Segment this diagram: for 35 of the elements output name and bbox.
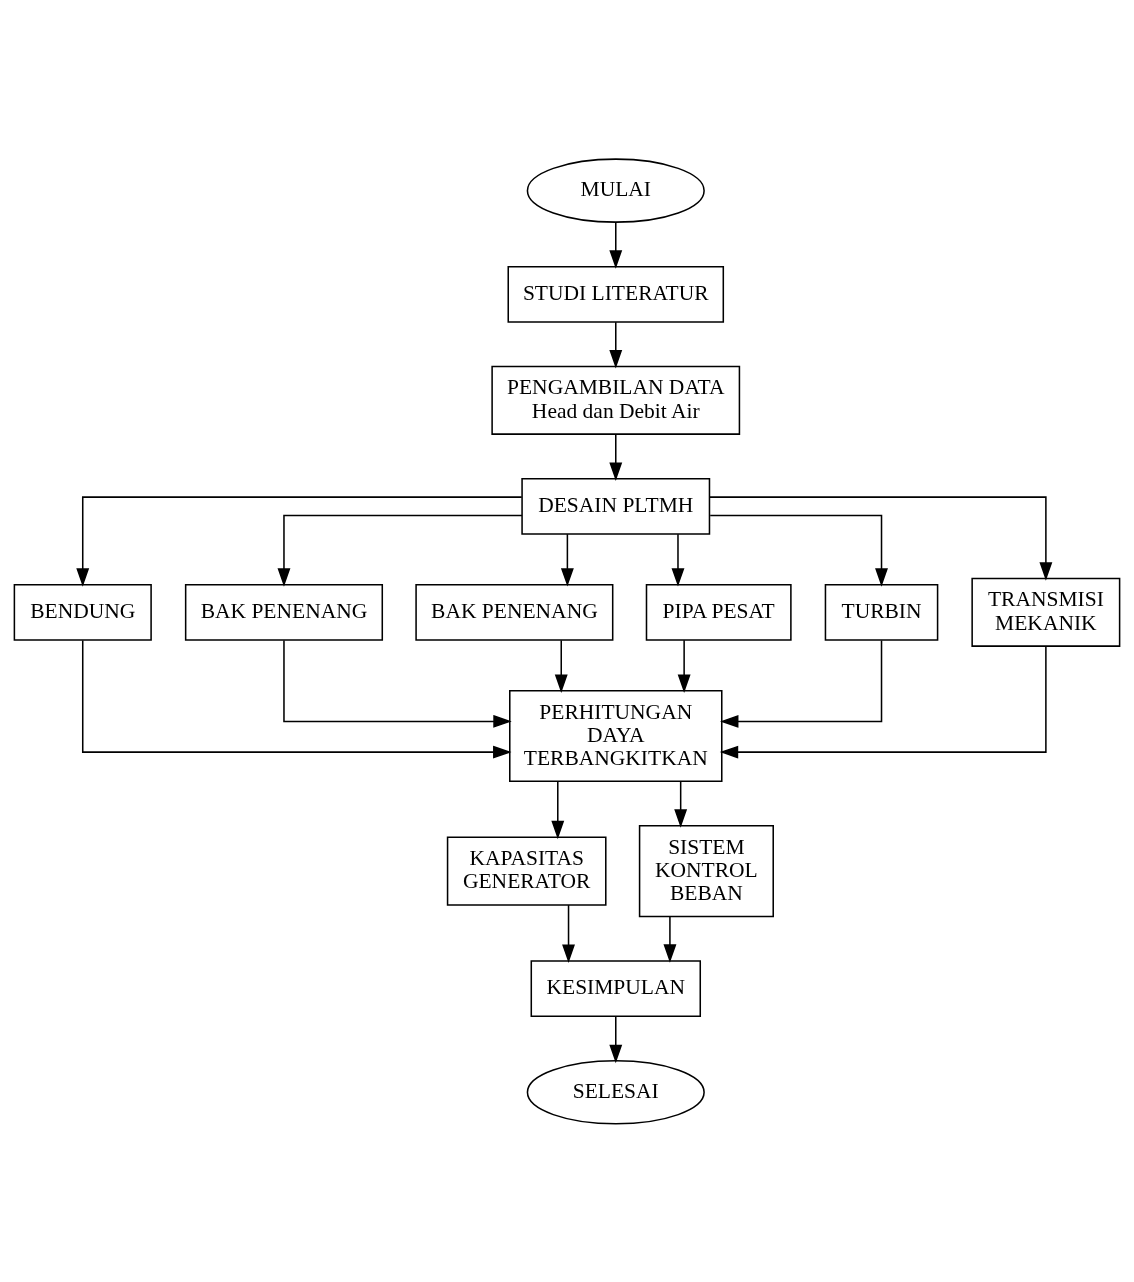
- arrow: [609, 221, 623, 269]
- node-box: PENGAMBILAN DATA Head dan Debit Air: [491, 365, 741, 435]
- node-box: KESIMPULAN: [530, 959, 702, 1017]
- arrow: [677, 639, 691, 693]
- node-box: KAPASITAS GENERATOR: [446, 836, 607, 906]
- arrow: [283, 639, 512, 728]
- arrow: [719, 644, 1047, 759]
- node-ellipse: SELESAI: [526, 1059, 705, 1125]
- arrow: [671, 532, 685, 587]
- arrow: [609, 1015, 623, 1063]
- node-box: TURBIN: [824, 583, 939, 641]
- arrow: [562, 903, 575, 963]
- arrow: [674, 780, 688, 828]
- arrow: [709, 514, 888, 587]
- node-box: TRANSMISI MEKANIK: [971, 577, 1121, 647]
- node-box: DESAIN PLTMH: [521, 477, 711, 535]
- arrow: [76, 495, 523, 587]
- arrow: [560, 532, 574, 587]
- arrow: [81, 639, 512, 759]
- node-box: PIPA PESAT: [645, 583, 792, 641]
- arrow: [663, 915, 677, 963]
- node-box: BENDUNG: [13, 583, 152, 641]
- node-box: BAK PENENANG: [184, 583, 384, 641]
- node-box: STUDI LITERATUR: [507, 265, 725, 323]
- arrow: [554, 639, 568, 693]
- node-box: SISTEM KONTROL BEBAN: [638, 824, 774, 917]
- arrow: [551, 780, 565, 839]
- node-box: BAK PENENANG: [415, 583, 614, 641]
- arrow: [277, 514, 523, 587]
- arrow: [609, 433, 623, 481]
- node-ellipse: MULAI: [526, 157, 705, 223]
- arrow: [708, 495, 1053, 581]
- arrow: [609, 320, 623, 369]
- node-box: PERHITUNGAN DAYA TERBANGKITKAN: [509, 689, 723, 782]
- arrow: [720, 639, 883, 728]
